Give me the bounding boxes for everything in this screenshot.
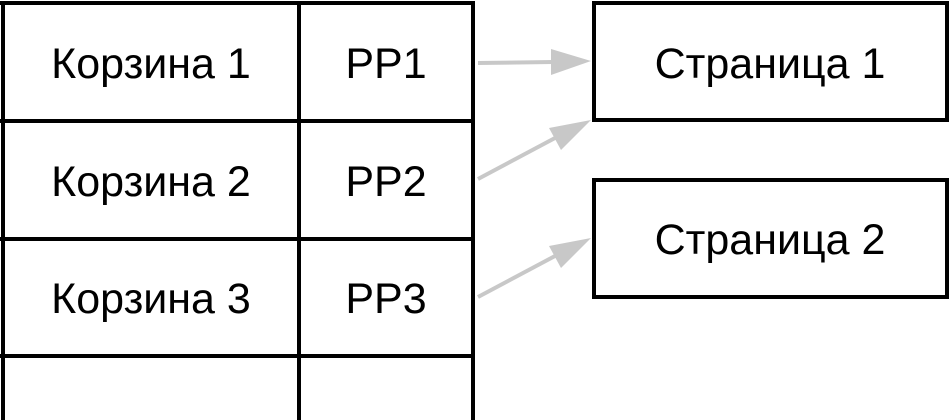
page-pointer-label: PP2 xyxy=(345,158,426,206)
bucket-label: Корзина 3 xyxy=(51,275,251,323)
pointer-arrows xyxy=(477,49,591,299)
arrow-head xyxy=(549,120,591,150)
arrow-pp2-to-page1 xyxy=(477,120,591,181)
page-label: Страница 2 xyxy=(655,216,886,264)
table-row: Корзина 2 PP2 xyxy=(51,158,426,206)
page-box-2: Страница 2 xyxy=(592,178,949,299)
arrow-head xyxy=(549,238,591,268)
arrow-pp1-to-page1 xyxy=(477,49,591,75)
page-pointer-label: PP3 xyxy=(345,275,426,323)
bucket-label: Корзина 2 xyxy=(51,158,251,206)
arrow-pp3-to-page2 xyxy=(477,238,591,299)
bucket-table: Корзина 1 PP1 Корзина 2 PP2 Корзина 3 PP… xyxy=(0,1,475,420)
table-row: Корзина 3 PP3 xyxy=(51,275,426,323)
table-row: Корзина 1 PP1 xyxy=(51,40,426,88)
page-pointer-label: PP1 xyxy=(345,40,426,88)
page-label: Страница 1 xyxy=(655,40,886,88)
bucket-label: Корзина 1 xyxy=(51,40,251,88)
page-box-1: Страница 1 xyxy=(592,1,949,122)
arrow-head xyxy=(551,49,591,75)
